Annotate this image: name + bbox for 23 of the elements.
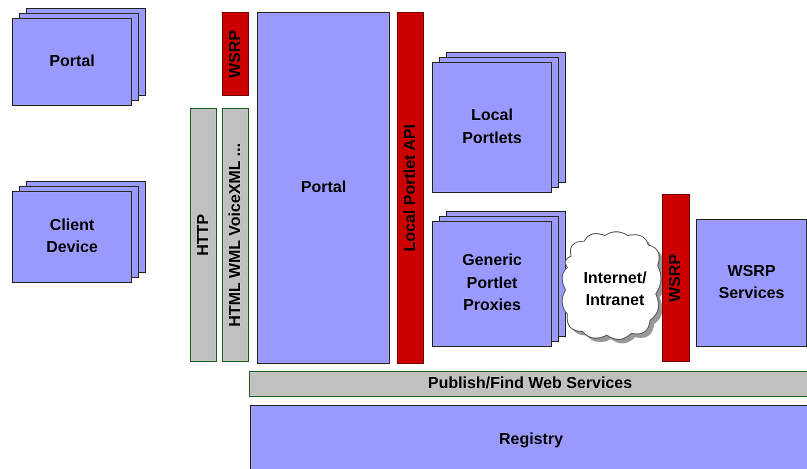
vertical-bar [190,108,217,362]
vertical-bar [222,108,249,362]
node-label: Client Device [46,216,98,256]
component-box [696,219,807,347]
node-label: Registry [498,430,564,450]
vertical-bar [222,12,249,96]
vertical-bar [397,12,424,364]
node-label: Portal [300,178,346,198]
bar-label: Local Portlet API [402,124,418,252]
node-label: Local Portlets [462,107,522,146]
horizontal-bar [249,371,807,397]
node-label: WSRP Services [718,262,786,304]
bar-label: WSRP [668,254,684,302]
bar-label: HTML WML VoiceXML ... [228,143,244,327]
bar-label: WSRP [228,30,244,78]
bar-label: HTTP [196,214,212,256]
component-box [250,405,807,469]
node-label: Publish/Find Web Services [428,374,632,394]
node-label: Portal [49,52,95,70]
cloud-label: Internet/ Intranet [583,270,647,309]
component-box [257,12,390,364]
node-label: Generic Portlet Proxies [462,252,522,314]
vertical-bar [662,194,690,362]
